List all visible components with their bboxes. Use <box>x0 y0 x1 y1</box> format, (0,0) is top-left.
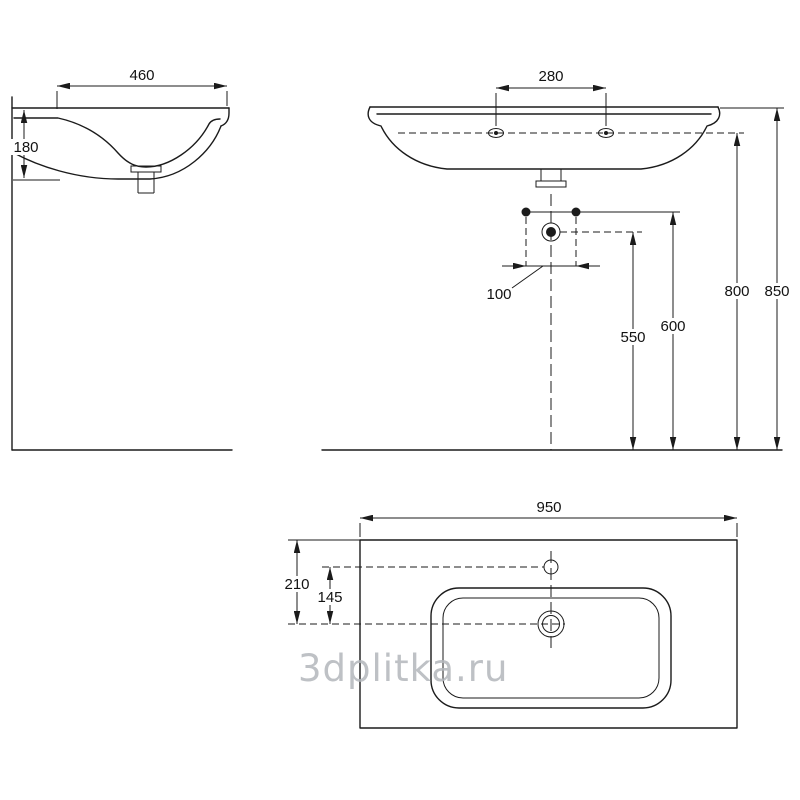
dim-800: 800 <box>721 133 753 450</box>
supply-point-left <box>521 207 531 217</box>
dim-280: 280 <box>495 68 607 126</box>
side-view: 460 180 <box>11 67 233 451</box>
supply-point-right <box>571 207 581 217</box>
front-bowl-outline <box>367 106 721 170</box>
dim-460: 460 <box>56 67 228 109</box>
dim-950: 950 <box>359 499 738 537</box>
dim-label-faucet-height: 800 <box>724 283 749 300</box>
dim-label-side-height: 180 <box>13 139 38 156</box>
leader-line <box>511 265 544 289</box>
faucet-hole-right <box>598 128 614 138</box>
top-view: 950 210 145 <box>281 499 738 729</box>
dim-label-drain-from-back: 210 <box>284 576 309 593</box>
dim-label-drain-height: 550 <box>620 329 645 346</box>
bowl-interior-line <box>13 117 221 168</box>
dim-label-supply-spacing: 100 <box>486 286 511 303</box>
dim-label-drain-from-faucet: 145 <box>317 589 342 606</box>
front-view: 280 100 550 <box>321 68 793 451</box>
dim-label-supply-height: 600 <box>660 318 685 335</box>
dim-850: 850 <box>720 107 793 450</box>
dim-210: 210 <box>281 540 313 624</box>
faucet-hole-left <box>488 128 504 138</box>
drain-stub-front <box>535 169 567 188</box>
bowl-exterior-line <box>13 125 222 180</box>
dim-label-rim-height: 850 <box>764 283 789 300</box>
dim-label-faucet-spacing: 280 <box>538 68 563 85</box>
sink-rim-lip <box>220 107 230 127</box>
dim-100: 100 <box>486 217 600 303</box>
dim-180: 180 <box>11 110 60 181</box>
drain-trap-side <box>130 165 162 194</box>
dim-145: 145 <box>314 567 346 624</box>
dim-label-top-width: 950 <box>536 499 561 516</box>
dim-600: 600 <box>657 212 689 450</box>
countertop-outline <box>359 539 738 729</box>
dim-label-side-width: 460 <box>129 67 154 84</box>
basin-inner-edge <box>442 597 660 699</box>
watermark-text: 3dplitka.ru <box>298 647 508 690</box>
dim-550: 550 <box>617 232 649 450</box>
